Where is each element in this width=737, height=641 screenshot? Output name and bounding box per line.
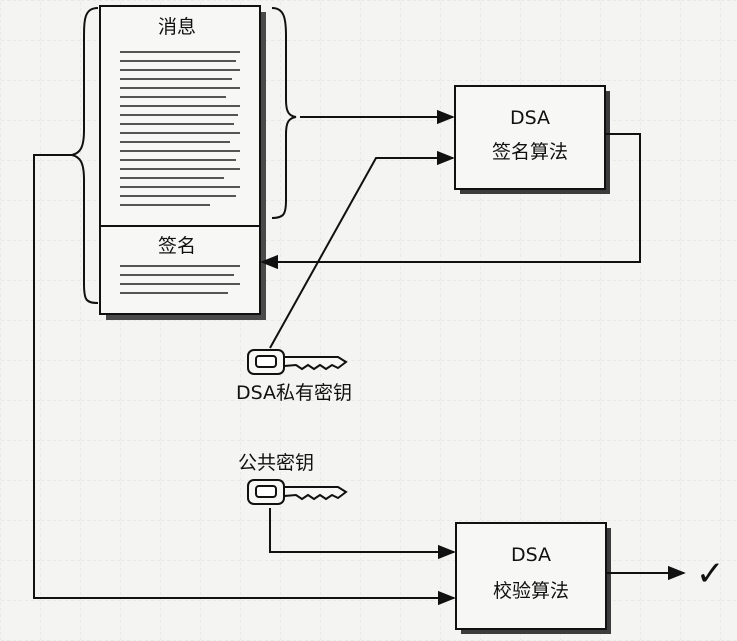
sign-box-title: DSA	[509, 107, 551, 129]
private-key-label: DSA私有密钥	[236, 382, 353, 404]
arrow-sign-to-signature	[260, 133, 641, 270]
verify-box-subtitle: 校验算法	[492, 580, 569, 602]
message-text-lines	[120, 51, 240, 206]
arrow-private-key-to-sign	[269, 150, 455, 349]
message-label: 消息	[158, 16, 197, 38]
verify-box-title: DSA	[510, 544, 552, 566]
sign-algorithm-box	[454, 85, 610, 194]
signed-document	[99, 5, 266, 320]
private-key-icon	[247, 349, 348, 375]
signature-label: 签名	[158, 235, 197, 257]
sign-box-subtitle: 签名算法	[491, 141, 568, 163]
message-right-brace	[271, 7, 297, 219]
arrow-document-to-verify	[33, 154, 456, 606]
verified-check-icon: ✓	[696, 554, 725, 594]
verify-algorithm-box	[455, 522, 611, 634]
public-key-icon	[247, 479, 348, 505]
public-key-label: 公共密钥	[238, 452, 315, 474]
arrow-public-key-to-verify	[269, 508, 456, 560]
signature-text-lines	[120, 265, 240, 294]
